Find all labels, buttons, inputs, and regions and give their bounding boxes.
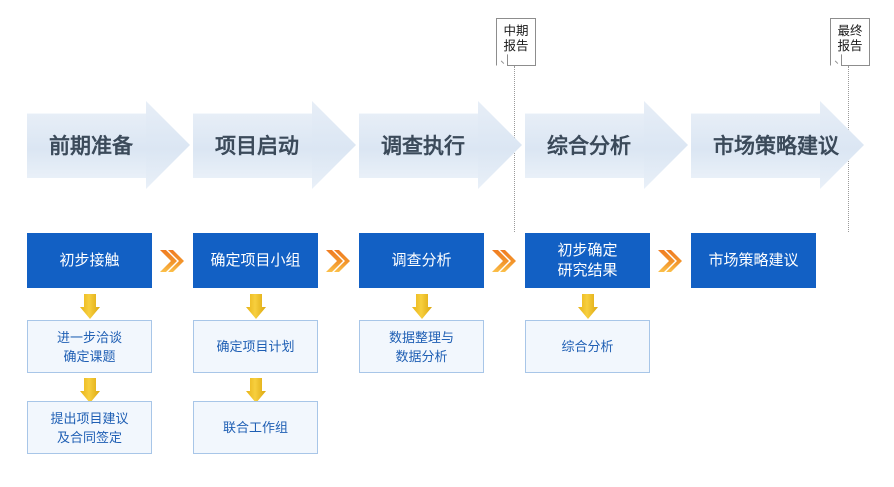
phase-banner-4[interactable]: 综合分析 (525, 101, 688, 189)
note-flag-midterm-line2: 报告 (503, 39, 529, 53)
stage-box-1-label: 初步接触 (59, 251, 120, 269)
note-flag-midterm: 中期 报告 (496, 18, 536, 66)
chevron-right-icon-2 (325, 248, 351, 274)
stage-box-2[interactable]: 确定项目小组 (193, 233, 318, 288)
chevron-right-icon-3 (491, 248, 517, 274)
stage-box-4[interactable]: 初步确定 研究结果 (525, 233, 650, 288)
phase-banner-5[interactable]: 市场策略建议 (691, 101, 864, 189)
step-box-4-1[interactable]: 综合分析 (525, 320, 650, 373)
stage-box-4-label-line2: 研究结果 (557, 261, 618, 279)
step-box-1-1-line1: 进一步洽谈 (56, 329, 122, 345)
note-fold-icon (496, 54, 508, 66)
chevron-right-icon-4 (657, 248, 683, 274)
note-flag-final-line1: 最终 (837, 24, 863, 38)
stage-box-1[interactable]: 初步接触 (27, 233, 152, 288)
arrow-down-icon-2b (245, 378, 267, 404)
stage-box-3[interactable]: 调查分析 (359, 233, 484, 288)
arrow-down-icon-3a (411, 294, 433, 320)
stage-box-5[interactable]: 市场策略建议 (691, 233, 816, 288)
phase-banner-3[interactable]: 调查执行 (359, 101, 522, 189)
step-box-2-1[interactable]: 确定项目计划 (193, 320, 318, 373)
step-box-2-1-line1: 确定项目计划 (216, 339, 295, 354)
stage-box-4-label-line1: 初步确定 (557, 241, 618, 259)
phase-banner-1[interactable]: 前期准备 (27, 101, 190, 189)
stage-box-5-label: 市场策略建议 (708, 251, 799, 269)
stage-box-2-label: 确定项目小组 (210, 251, 301, 269)
phase-banner-4-label: 综合分析 (547, 135, 631, 158)
step-box-1-1[interactable]: 进一步洽谈 确定课题 (27, 320, 152, 373)
note-flag-midterm-line1: 中期 (503, 24, 529, 38)
stage-box-3-label: 调查分析 (391, 251, 452, 269)
step-box-3-1-line1: 数据整理与 (388, 329, 454, 345)
step-box-1-2-line2: 及合同签定 (56, 429, 122, 445)
step-box-3-1-line2: 数据分析 (395, 348, 448, 364)
phase-banner-5-label: 市场策略建议 (713, 135, 839, 158)
step-box-2-2[interactable]: 联合工作组 (193, 401, 318, 454)
note-flag-final-line2: 报告 (837, 39, 863, 53)
phase-banner-3-label: 调查执行 (381, 135, 465, 158)
phase-banner-2-label: 项目启动 (215, 135, 299, 158)
arrow-down-icon-1b (79, 378, 101, 404)
phase-banner-2[interactable]: 项目启动 (193, 101, 356, 189)
step-box-2-2-line1: 联合工作组 (222, 420, 288, 435)
chevron-right-icon-1 (159, 248, 185, 274)
step-box-1-2-line1: 提出项目建议 (50, 410, 129, 426)
step-box-1-2[interactable]: 提出项目建议 及合同签定 (27, 401, 152, 454)
step-box-1-1-line2: 确定课题 (63, 348, 116, 364)
step-box-3-1[interactable]: 数据整理与 数据分析 (359, 320, 484, 373)
arrow-down-icon-4a (577, 294, 599, 320)
step-box-4-1-line1: 综合分析 (561, 339, 614, 354)
phase-banner-1-label: 前期准备 (49, 135, 133, 158)
note-fold-icon (830, 54, 842, 66)
arrow-down-icon-1a (79, 294, 101, 320)
note-flag-final: 最终 报告 (830, 18, 870, 66)
arrow-down-icon-2a (245, 294, 267, 320)
